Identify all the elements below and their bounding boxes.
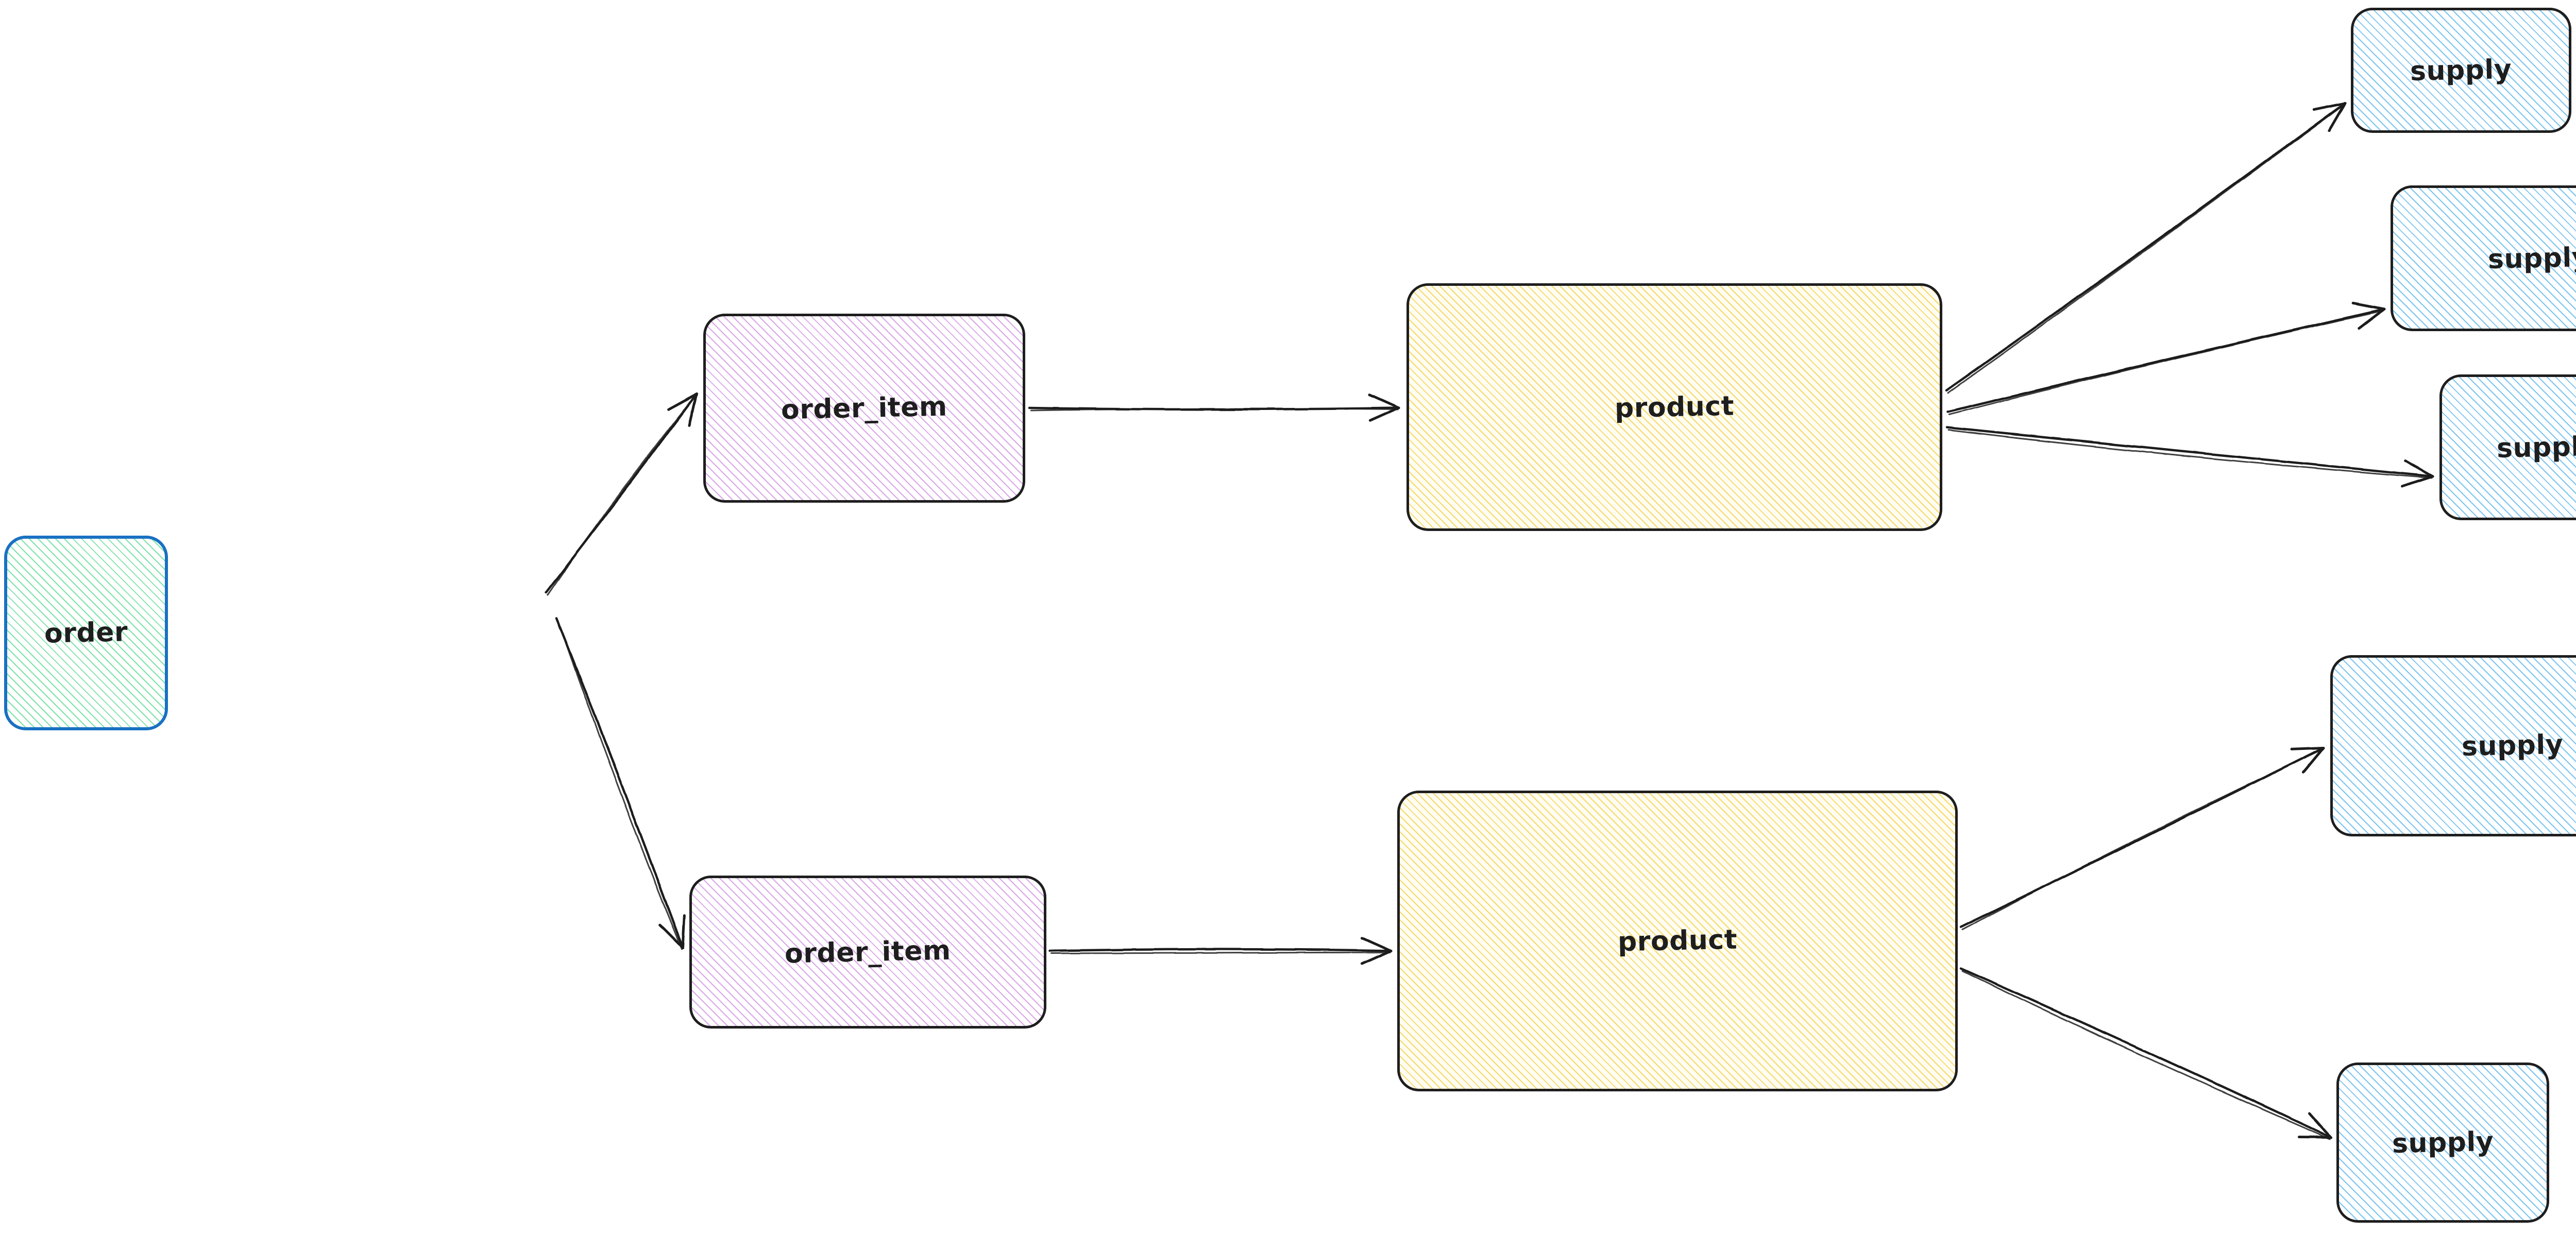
node-supply_3[interactable]: supply bbox=[2439, 374, 2576, 520]
edge-order_item_1-to-product_1[interactable] bbox=[1028, 393, 1400, 422]
edge-product_2-to-supply_5[interactable] bbox=[1959, 967, 2332, 1140]
edge-product_1-to-supply_3[interactable] bbox=[1945, 426, 2434, 488]
node-order[interactable]: order bbox=[4, 536, 168, 730]
node-supply_2[interactable]: supply bbox=[2391, 185, 2576, 331]
edges-group bbox=[545, 101, 2434, 1140]
edge-order_item_2-to-product_2[interactable] bbox=[1048, 936, 1393, 965]
edge-order-to-order_item_1[interactable] bbox=[545, 392, 698, 596]
node-label-product_2: product bbox=[1617, 924, 1738, 958]
node-label-supply_3: supply bbox=[2496, 431, 2576, 464]
node-label-supply_1: supply bbox=[2410, 54, 2513, 87]
node-product_2[interactable]: product bbox=[1397, 791, 1958, 1091]
node-supply_5[interactable]: supply bbox=[2336, 1063, 2549, 1223]
node-supply_4[interactable]: supply bbox=[2330, 655, 2576, 836]
node-label-order: order bbox=[44, 616, 128, 649]
node-label-supply_2: supply bbox=[2487, 242, 2576, 275]
edge-product_1-to-supply_1[interactable] bbox=[1945, 101, 2347, 394]
node-product_1[interactable]: product bbox=[1406, 283, 1942, 531]
node-label-supply_4: supply bbox=[2461, 729, 2564, 763]
node-label-product_1: product bbox=[1614, 390, 1735, 424]
node-supply_1[interactable]: supply bbox=[2351, 8, 2571, 133]
node-order_item_2[interactable]: order_item bbox=[689, 876, 1046, 1029]
edge-product_1-to-supply_2[interactable] bbox=[1946, 301, 2386, 416]
node-label-order_item_2: order_item bbox=[784, 935, 952, 969]
node-order_item_1[interactable]: order_item bbox=[703, 314, 1025, 503]
edge-order-to-order_item_2[interactable] bbox=[555, 616, 686, 950]
node-label-order_item_1: order_item bbox=[781, 391, 948, 425]
node-label-supply_5: supply bbox=[2392, 1126, 2494, 1159]
edge-product_2-to-supply_4[interactable] bbox=[1959, 746, 2325, 931]
